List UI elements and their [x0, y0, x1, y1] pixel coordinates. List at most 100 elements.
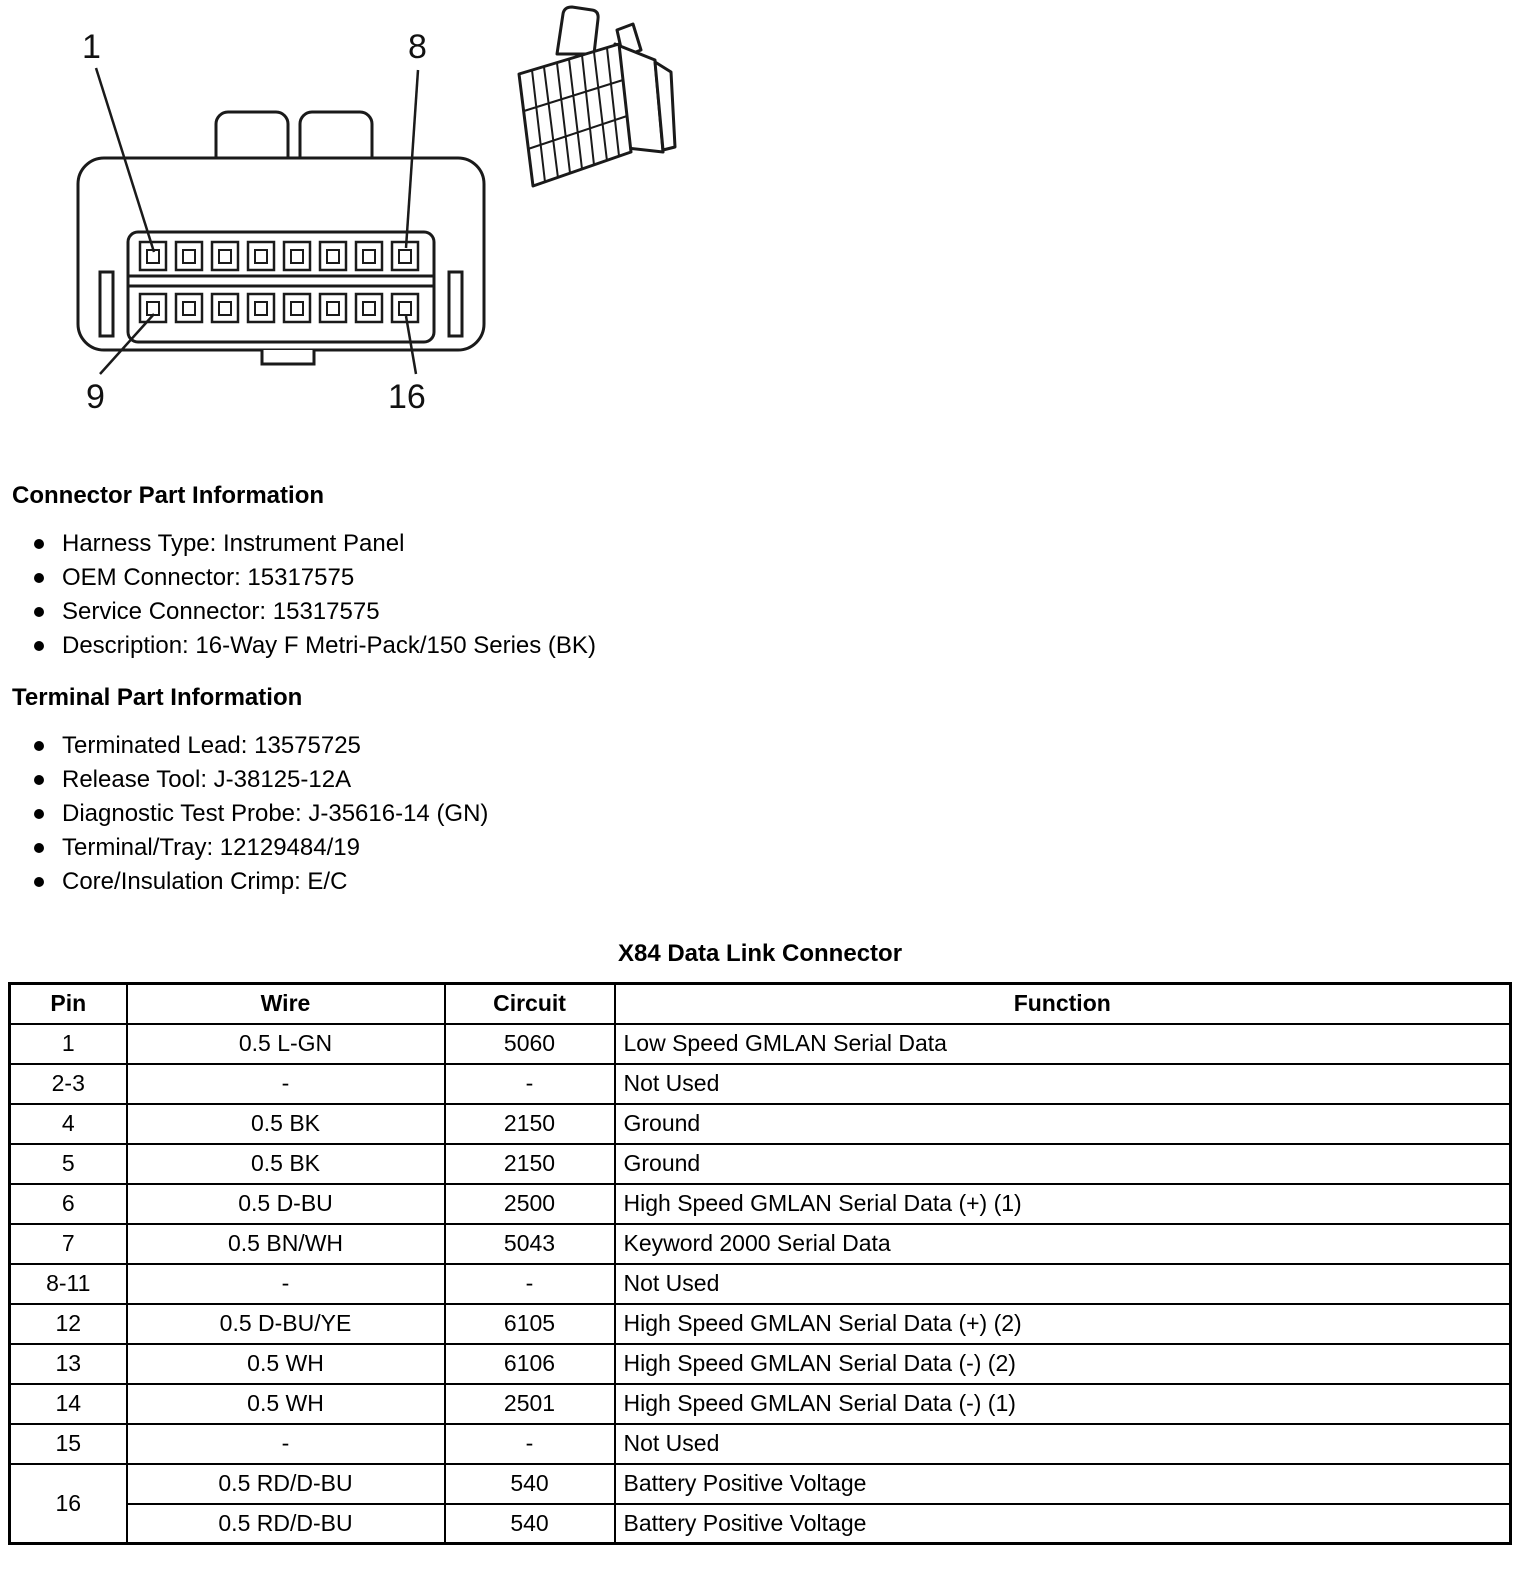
- bullet-icon: [34, 539, 44, 549]
- cell-pin: 8-11: [8, 1262, 128, 1305]
- list-item: Description: 16-Way F Metri-Pack/150 Ser…: [34, 632, 1520, 660]
- cell-wire: 0.5 BK: [125, 1102, 446, 1145]
- bullet-icon: [34, 641, 44, 651]
- cell-wire: 0.5 RD/D-BU: [125, 1462, 446, 1505]
- list-item: Terminal/Tray: 12129484/19: [34, 834, 1520, 862]
- cell-wire: -: [125, 1422, 446, 1465]
- cell-pin: 14: [8, 1382, 128, 1425]
- cell-function: Battery Positive Voltage: [613, 1462, 1512, 1505]
- cell-wire: 0.5 RD/D-BU: [125, 1502, 446, 1545]
- cell-circuit: 2150: [443, 1102, 616, 1145]
- list-item: Terminated Lead: 13575725: [34, 732, 1520, 760]
- col-header-pin: Pin: [8, 982, 128, 1025]
- cell-function: Not Used: [613, 1062, 1512, 1105]
- table-row: 14 0.5 WH 2501 High Speed GMLAN Serial D…: [8, 1382, 1512, 1425]
- cell-wire: 0.5 D-BU: [125, 1182, 446, 1225]
- pin-16-callout: 16: [388, 378, 426, 416]
- cell-circuit: 2501: [443, 1382, 616, 1425]
- table-title: X84 Data Link Connector: [617, 940, 903, 967]
- cell-function: High Speed GMLAN Serial Data (+) (1): [613, 1182, 1512, 1225]
- bullet-icon: [34, 573, 44, 583]
- cell-circuit: 2500: [443, 1182, 616, 1225]
- connector-part-info-heading: Connector Part Information: [12, 482, 325, 509]
- table-header-row: Pin Wire Circuit Function: [8, 982, 1512, 1025]
- terminal-part-info-heading: Terminal Part Information: [12, 684, 303, 711]
- terminal-part-info-list: Terminated Lead: 13575725 Release Tool: …: [0, 732, 1520, 896]
- table-row: 2-3 - - Not Used: [8, 1062, 1512, 1105]
- cell-function: Keyword 2000 Serial Data: [613, 1222, 1512, 1265]
- table-row: 12 0.5 D-BU/YE 6105 High Speed GMLAN Ser…: [8, 1302, 1512, 1345]
- terminal-part-info-section: Terminal Part Information Terminated Lea…: [0, 684, 1520, 896]
- cell-function: Low Speed GMLAN Serial Data: [613, 1022, 1512, 1065]
- bullet-icon: [34, 843, 44, 853]
- cell-circuit: 5043: [443, 1222, 616, 1265]
- cell-pin: 1: [8, 1022, 128, 1065]
- list-item: Diagnostic Test Probe: J-35616-14 (GN): [34, 800, 1520, 828]
- pin-8-callout: 8: [408, 28, 427, 66]
- connector-perspective-view-diagram: [517, 5, 677, 188]
- list-item-text: Service Connector: 15317575: [62, 598, 380, 625]
- cell-function: High Speed GMLAN Serial Data (+) (2): [613, 1302, 1512, 1345]
- cell-circuit: 6106: [443, 1342, 616, 1385]
- list-item-text: Core/Insulation Crimp: E/C: [62, 868, 348, 895]
- cell-circuit: 5060: [443, 1022, 616, 1065]
- connector-bottom-tab: [260, 350, 316, 366]
- cell-wire: -: [125, 1262, 446, 1305]
- table-row: 1 0.5 L-GN 5060 Low Speed GMLAN Serial D…: [8, 1022, 1512, 1065]
- mating-face-grid: [523, 47, 628, 183]
- cell-wire: 0.5 BK: [125, 1142, 446, 1185]
- table-row: 6 0.5 D-BU 2500 High Speed GMLAN Serial …: [8, 1182, 1512, 1225]
- terminal-block-outline: [98, 230, 464, 344]
- table-row: 0.5 RD/D-BU 540 Battery Positive Voltage: [10, 1502, 1512, 1545]
- cell-function: Ground: [613, 1142, 1512, 1185]
- list-item: Service Connector: 15317575: [34, 598, 1520, 626]
- bullet-icon: [34, 775, 44, 785]
- bullet-icon: [34, 809, 44, 819]
- cell-pin: 7: [8, 1222, 128, 1265]
- cell-pin: 6: [8, 1182, 128, 1225]
- list-item-text: Harness Type: Instrument Panel: [62, 530, 405, 557]
- connector-diagram-area: 1 8 9 16: [0, 0, 1520, 458]
- cell-circuit: -: [443, 1422, 616, 1465]
- list-item: Core/Insulation Crimp: E/C: [34, 868, 1520, 896]
- list-item: Release Tool: J-38125-12A: [34, 766, 1520, 794]
- list-item-text: Release Tool: J-38125-12A: [62, 766, 352, 793]
- connector-part-info-section: Connector Part Information Harness Type:…: [0, 482, 1520, 660]
- list-item: OEM Connector: 15317575: [34, 564, 1520, 592]
- bullet-icon: [34, 741, 44, 751]
- pin-grid: [138, 240, 420, 324]
- cell-circuit: 2150: [443, 1142, 616, 1185]
- cell-circuit: 540: [443, 1462, 616, 1505]
- pinout-table: Pin Wire Circuit Function 1 0.5 L-GN 506…: [8, 982, 1512, 1545]
- cell-wire: 0.5 L-GN: [125, 1022, 446, 1065]
- cell-wire: 0.5 BN/WH: [125, 1222, 446, 1265]
- list-item-text: Terminal/Tray: 12129484/19: [62, 834, 360, 861]
- callout-leader-lines: [94, 67, 420, 375]
- pin-1-callout: 1: [82, 28, 101, 66]
- list-item-text: Description: 16-Way F Metri-Pack/150 Ser…: [62, 632, 596, 659]
- list-item-text: Terminated Lead: 13575725: [62, 732, 361, 759]
- right-wing: [653, 60, 677, 152]
- list-item-text: Diagnostic Test Probe: J-35616-14 (GN): [62, 800, 489, 827]
- list-item-text: OEM Connector: 15317575: [62, 564, 355, 591]
- cell-wire: -: [125, 1062, 446, 1105]
- cell-function: Not Used: [613, 1262, 1512, 1305]
- col-header-wire: Wire: [125, 982, 446, 1025]
- cell-pin: 12: [8, 1302, 128, 1345]
- cell-pin: 13: [8, 1342, 128, 1385]
- cell-pin: 5: [8, 1142, 128, 1185]
- cell-function: Ground: [613, 1102, 1512, 1145]
- connector-part-info-list: Harness Type: Instrument Panel OEM Conne…: [0, 530, 1520, 660]
- col-header-circuit: Circuit: [443, 982, 616, 1025]
- list-item: Harness Type: Instrument Panel: [34, 530, 1520, 558]
- cell-pin: 16: [8, 1462, 128, 1545]
- cell-function: High Speed GMLAN Serial Data (-) (1): [613, 1382, 1512, 1425]
- cell-wire: 0.5 WH: [125, 1382, 446, 1425]
- cell-function: High Speed GMLAN Serial Data (-) (2): [613, 1342, 1512, 1385]
- col-header-function: Function: [613, 982, 1512, 1025]
- cell-circuit: 6105: [443, 1302, 616, 1345]
- cell-pin: 2-3: [8, 1062, 128, 1105]
- cell-circuit: -: [443, 1062, 616, 1105]
- bullet-icon: [34, 877, 44, 887]
